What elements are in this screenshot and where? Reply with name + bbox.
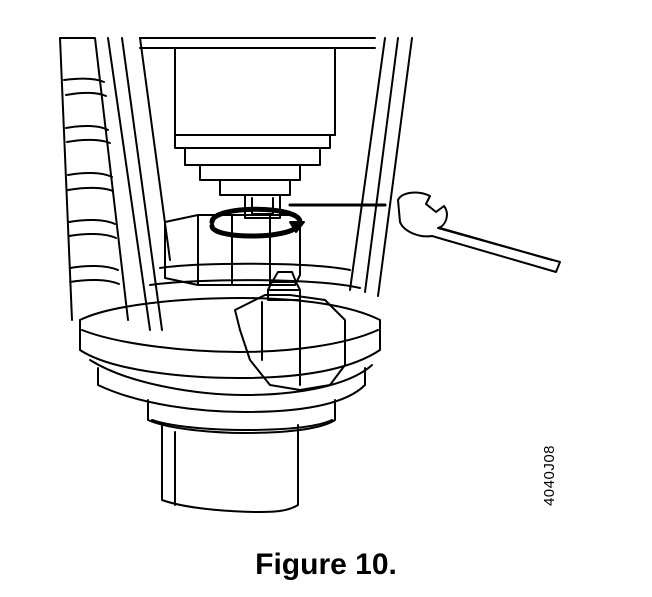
open-end-wrench-icon xyxy=(397,191,561,273)
clamp-bracket xyxy=(234,271,346,391)
rotate-clockwise-icon xyxy=(209,206,305,239)
technical-illustration xyxy=(59,37,561,513)
left-frame-ribs xyxy=(59,37,129,321)
drawing-code-text: 4040J08 xyxy=(541,444,559,506)
frame-columns xyxy=(107,37,413,331)
hex-coupling xyxy=(164,214,301,286)
figure-caption: Figure 10. xyxy=(255,548,397,581)
upper-housing xyxy=(139,37,376,196)
lower-collar xyxy=(147,399,336,434)
bottom-pipe xyxy=(161,424,299,513)
base-flange xyxy=(79,262,381,413)
drawing-code: 4040J08 xyxy=(520,430,580,520)
